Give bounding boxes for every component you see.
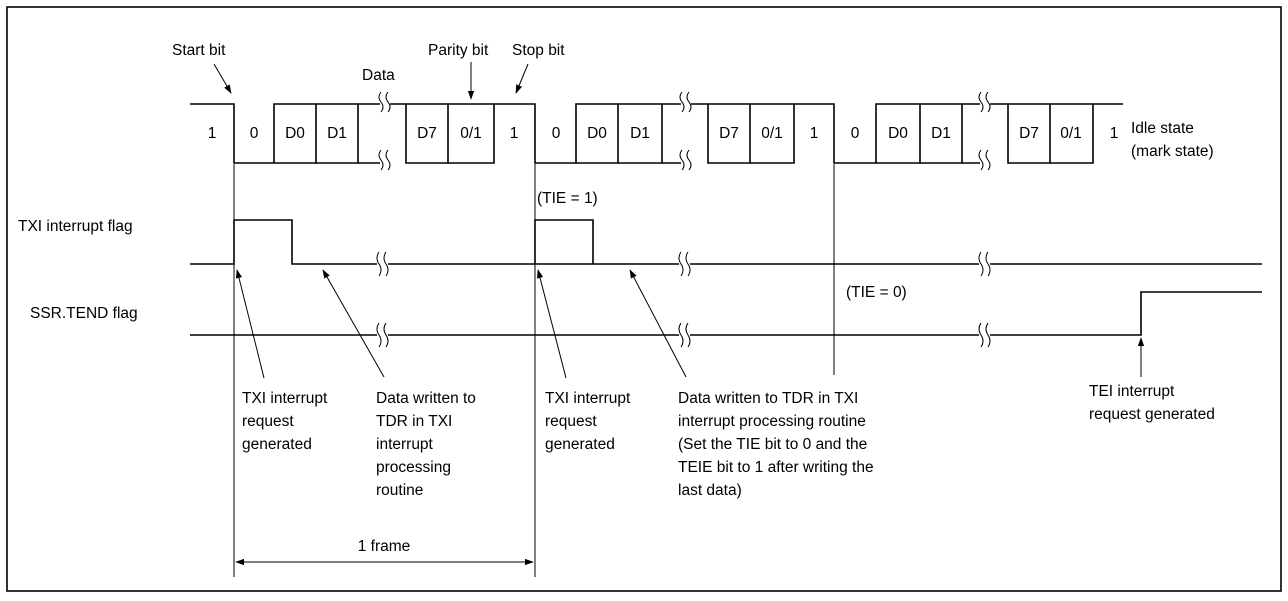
- txi-request-2-text: TXI interrupt request generated: [545, 390, 631, 453]
- txi-request-2-line: generated: [545, 436, 615, 453]
- frame2-bit-labels: 0 D0 D1 D7 0/1 1: [552, 125, 819, 142]
- tend-flag-label: SSR.TEND flag: [30, 305, 138, 322]
- txi-request-1-line: generated: [242, 436, 312, 453]
- data-written-2-text: Data written to TDR in TXI interrupt pro…: [678, 390, 874, 499]
- start-bit-label: Start bit: [172, 42, 226, 59]
- txi-request-1-line: request: [242, 413, 294, 430]
- frame2-stop-bit: 1: [810, 125, 819, 142]
- txi-flag-waveform: [190, 219, 1262, 277]
- frame2-bit-d7: D7: [719, 125, 739, 142]
- figure-border: [6, 6, 1282, 592]
- tei-request-text: TEI interrupt request generated: [1089, 383, 1215, 423]
- frame1-stop-bit: 1: [510, 125, 519, 142]
- data-written-1-text: Data written to TDR in TXI interrupt pro…: [376, 390, 476, 499]
- data-written-2-line: TEIE bit to 1 after writing the: [678, 459, 874, 476]
- break-marks-data: [378, 91, 991, 171]
- data-written-1-line: Data written to: [376, 390, 476, 407]
- frame3-stop-bit: 1: [1110, 125, 1119, 142]
- txi-request-2-line: TXI interrupt: [545, 390, 631, 407]
- frame1-bit-labels: 1 0 D0 D1 D7 0/1 1: [208, 125, 519, 142]
- one-frame-label: 1 frame: [358, 538, 411, 555]
- frame3-bit-d0: D0: [888, 125, 908, 142]
- txi-request-2-line: request: [545, 413, 597, 430]
- data-written-2-line: (Set the TIE bit to 0 and the: [678, 436, 867, 453]
- data-written-2-line: last data): [678, 482, 742, 499]
- data-written-1-arrow: [322, 269, 385, 378]
- stop-bit-pointer: [515, 63, 529, 94]
- frame1-idle-bit: 1: [208, 125, 217, 142]
- frame3-bit-d7: D7: [1019, 125, 1039, 142]
- txi-request-1-arrow: [235, 269, 265, 379]
- txi-request-2-arrow: [536, 269, 567, 379]
- data-written-1-line: routine: [376, 482, 423, 499]
- frame1-bit-d0: D0: [285, 125, 305, 142]
- serial-data-waveform: [190, 91, 1123, 171]
- tend-flag-waveform: [190, 291, 1262, 348]
- frame2-start-bit: 0: [552, 125, 561, 142]
- data-written-1-line: TDR in TXI: [376, 413, 452, 430]
- data-written-1-line: processing: [376, 459, 451, 476]
- start-bit-pointer: [213, 63, 232, 94]
- frame3-bit-d1: D1: [931, 125, 951, 142]
- frame3-bit-labels: 0 D0 D1 D7 0/1 1: [851, 125, 1119, 142]
- data-written-2-line: interrupt processing routine: [678, 413, 866, 430]
- txi-flag-label: TXI interrupt flag: [18, 218, 133, 235]
- frame1-bit-d7: D7: [417, 125, 437, 142]
- data-written-2-arrow: [629, 269, 687, 378]
- data-written-2-line: Data written to TDR in TXI: [678, 390, 858, 407]
- stop-bit-label: Stop bit: [512, 42, 565, 59]
- tie-equals-1-label: (TIE = 1): [537, 190, 598, 207]
- parity-bit-label: Parity bit: [428, 42, 489, 59]
- tei-request-line: TEI interrupt: [1089, 383, 1175, 400]
- frame1-parity-bit: 0/1: [460, 125, 482, 142]
- txi-request-1-line: TXI interrupt: [242, 390, 328, 407]
- idle-state-label: Idle state: [1131, 120, 1194, 137]
- frame2-bit-d1: D1: [630, 125, 650, 142]
- frame1-bit-d1: D1: [327, 125, 347, 142]
- mark-state-label: (mark state): [1131, 143, 1214, 160]
- data-written-1-line: interrupt: [376, 436, 434, 453]
- frame2-parity-bit: 0/1: [761, 125, 783, 142]
- frame3-start-bit: 0: [851, 125, 860, 142]
- tei-request-line: request generated: [1089, 406, 1215, 423]
- frame3-parity-bit: 0/1: [1060, 125, 1082, 142]
- txi-request-1-text: TXI interrupt request generated: [242, 390, 328, 453]
- frame1-start-bit: 0: [250, 125, 259, 142]
- data-label: Data: [362, 67, 395, 84]
- frame2-bit-d0: D0: [587, 125, 607, 142]
- tie-equals-0-label: (TIE = 0): [846, 284, 907, 301]
